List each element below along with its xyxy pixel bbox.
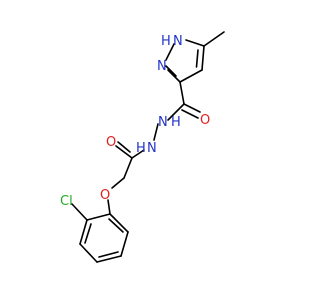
bond-c5-c4 — [201, 45, 205, 71]
bond-ar5-ar6 — [120, 231, 129, 257]
molecule-diagram: H N N O N H H N O O Cl — [60, 31, 225, 263]
atom-n3: N — [158, 115, 168, 130]
bond-o3-ar — [107, 199, 111, 215]
bond-c-o1-b — [181, 109, 199, 119]
bond-c-ch2 — [123, 157, 133, 179]
bond-ar3-ar4 — [79, 243, 98, 263]
bond-n3-n4 — [153, 123, 159, 141]
atom-o3: O — [100, 188, 110, 203]
bond-ar2-ar3 — [79, 219, 88, 245]
bond-c3-n2-inner — [165, 65, 177, 77]
bond-ar6-ar1 — [109, 213, 129, 233]
bond-ar6-ar1-inner — [108, 218, 124, 233]
bond-ch2-o3 — [111, 177, 125, 189]
atom-h3: H — [171, 115, 181, 130]
bond-ar1-ar2 — [86, 213, 111, 221]
bond-c-o2-b — [117, 141, 131, 153]
atom-n4: N — [147, 141, 157, 156]
atom-o1: O — [200, 113, 210, 128]
bond-ar2-ar3-inner — [84, 223, 92, 244]
atom-o2: O — [106, 135, 116, 150]
bond-n2-n1 — [165, 43, 175, 61]
bond-c3-n2 — [167, 69, 181, 83]
bonds — [71, 31, 225, 263]
atom-h4: H — [136, 141, 146, 156]
bond-c4-c3 — [179, 69, 203, 83]
bond-n1-c5 — [185, 39, 205, 47]
bond-c5-c4-inner — [195, 49, 199, 68]
bond-c-o2-a — [115, 145, 133, 159]
atom-h1: H — [161, 34, 171, 49]
bond-c-n3 — [167, 103, 185, 121]
bond-c5-methyl — [203, 31, 225, 47]
molecule-canvas: H N N O N H H N O O Cl — [60, 31, 225, 263]
bond-c-o1-a — [183, 103, 201, 113]
atom-n1: N — [173, 34, 183, 49]
bond-ar4-ar5 — [96, 255, 122, 263]
bond-ar4-ar5-inner — [98, 251, 119, 258]
bond-ar2-cl — [71, 203, 88, 221]
atom-labels: H N N O N H H N O O Cl — [60, 34, 210, 209]
bond-c3-carbonyl — [179, 81, 185, 105]
atom-cl: Cl — [60, 194, 73, 209]
bond-n4-c — [131, 149, 145, 159]
atom-n2: N — [157, 59, 167, 74]
